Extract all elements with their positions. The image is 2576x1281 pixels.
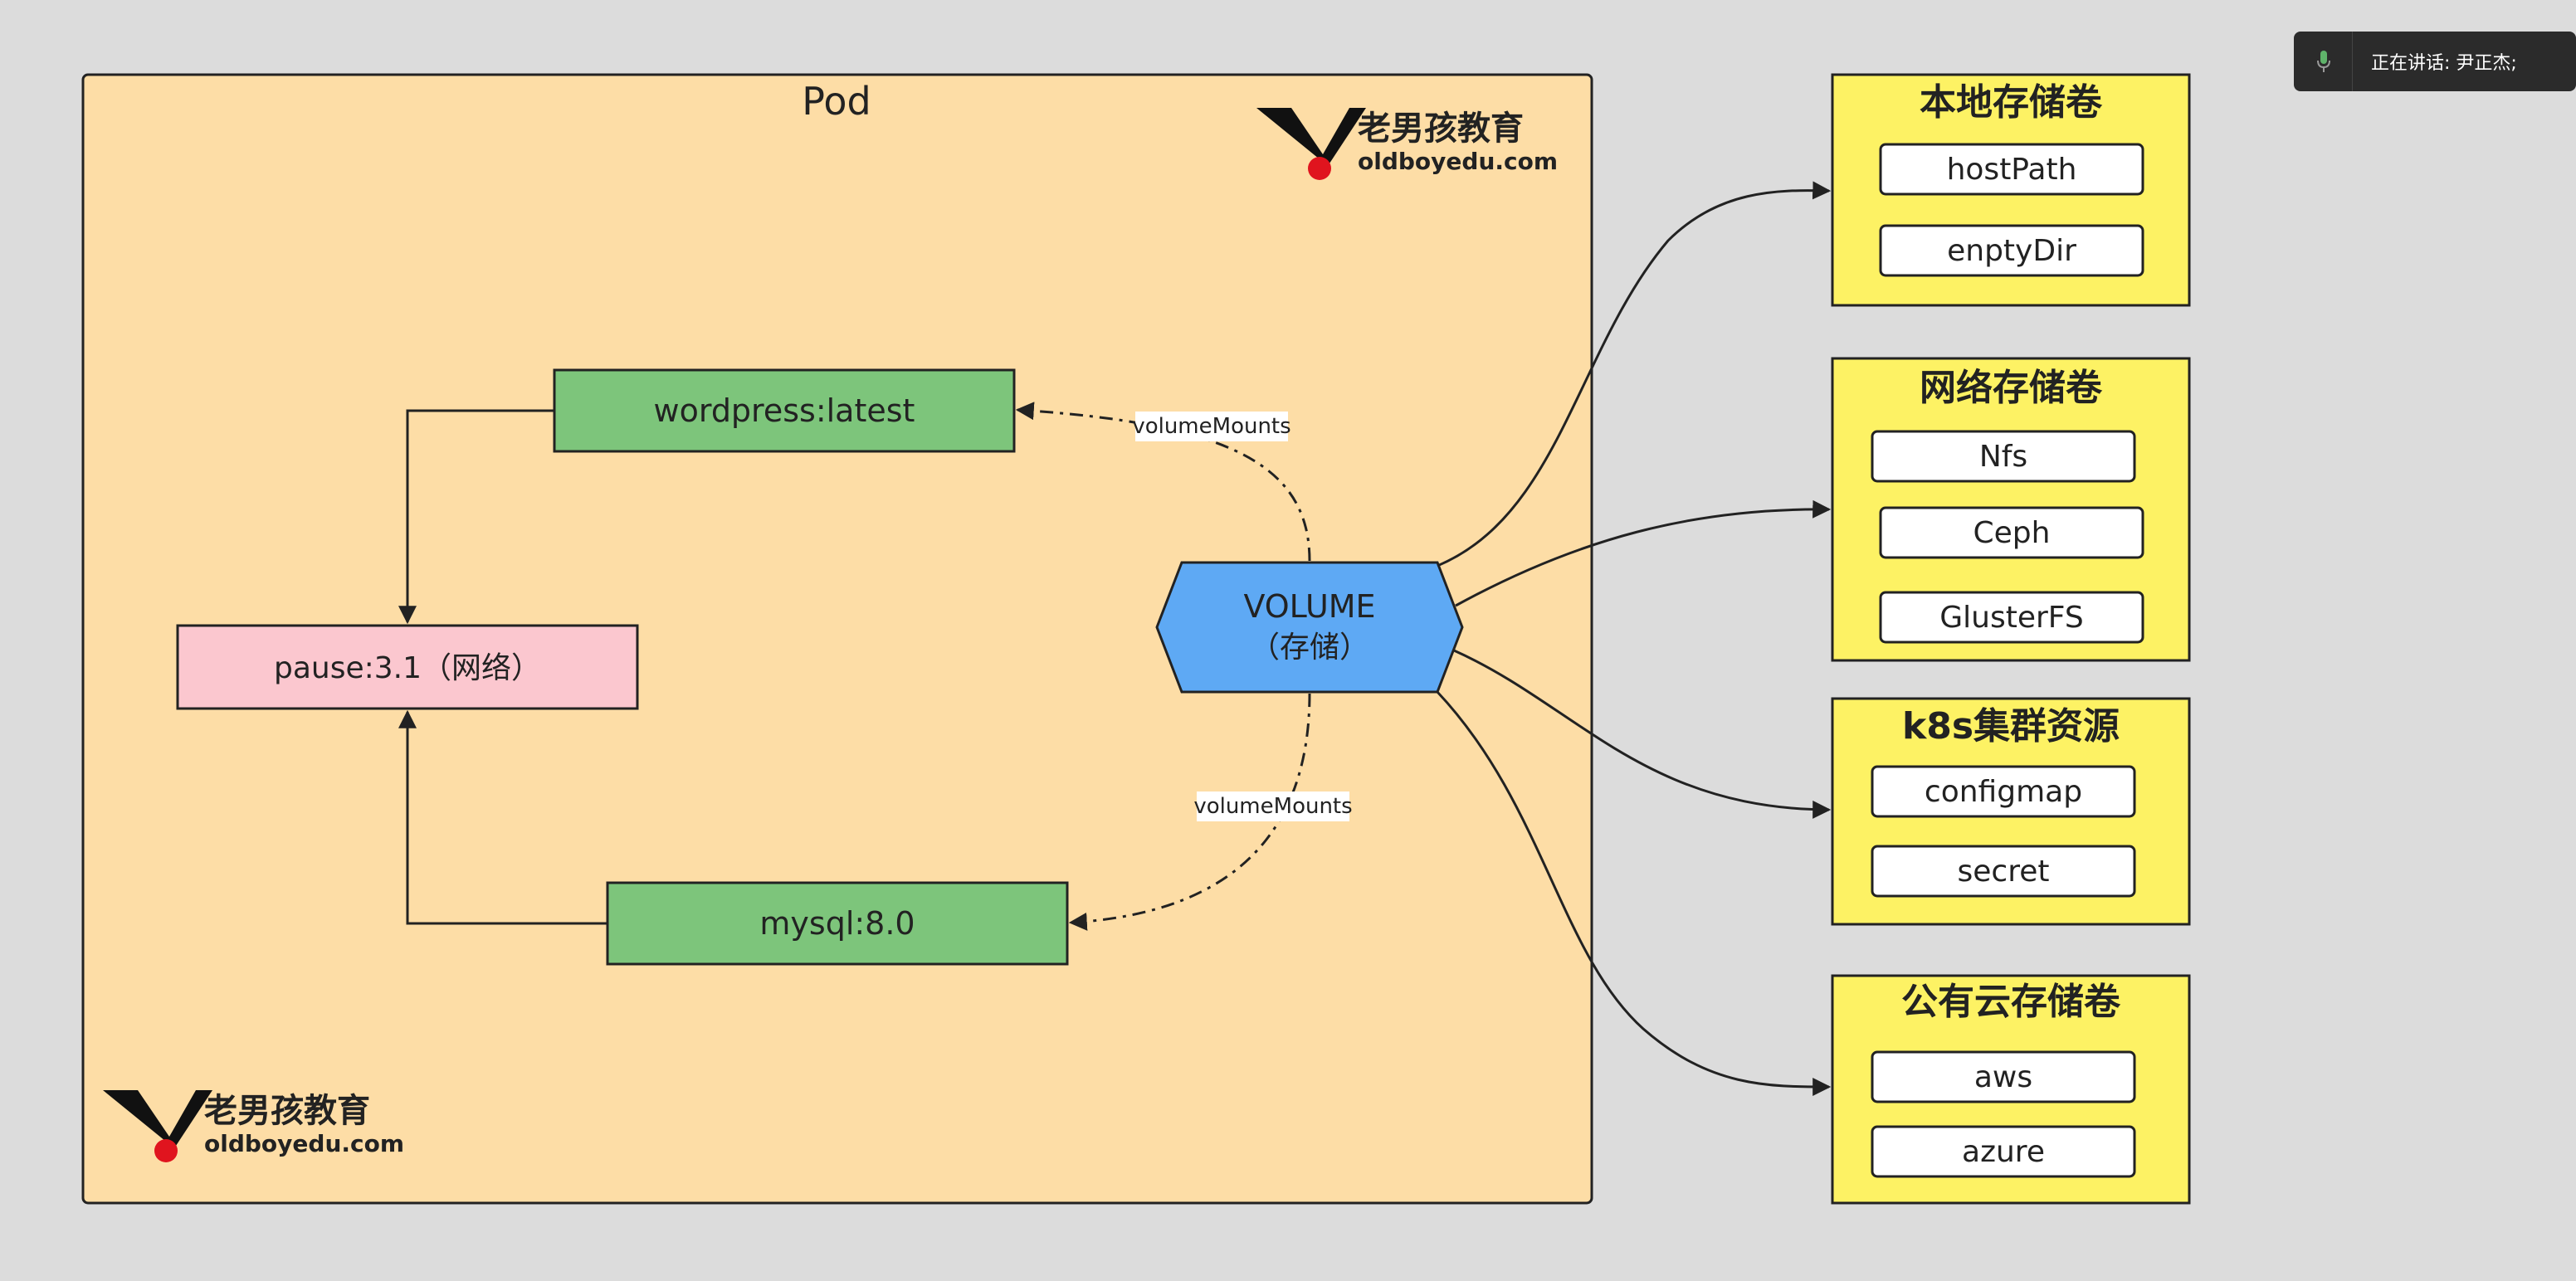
item-hostpath-label: hostPath — [1947, 153, 2077, 187]
item-secret-label: secret — [1958, 855, 2050, 889]
volume-node[interactable] — [1155, 561, 1464, 694]
item-configmap-box[interactable] — [1871, 765, 2136, 818]
edge-mysql-pause — [398, 709, 607, 925]
item-glusterfs-box[interactable] — [1879, 591, 2144, 644]
item-ceph-box[interactable] — [1879, 506, 2144, 559]
edge-volume-cloud — [1436, 690, 1832, 1096]
logo-brand-bottom: 老男孩教育 — [204, 1092, 370, 1130]
volume-label-line1: VOLUME — [1243, 588, 1375, 625]
group-k8s-title: k8s集群资源 — [1902, 705, 2120, 748]
edge-volume-k8s — [1453, 649, 1832, 819]
edge-volume-local — [1437, 181, 1832, 567]
logo-domain-top: oldboyedu.com — [1358, 148, 1558, 175]
pause-label: pause:3.1（网络） — [274, 651, 541, 685]
item-aws-box[interactable] — [1871, 1050, 2136, 1103]
speaker-divider — [2352, 32, 2353, 91]
item-ceph-label: Ceph — [1973, 516, 2051, 550]
mysql-label: mysql:8.0 — [759, 905, 915, 942]
edge-volume-network — [1455, 499, 1832, 607]
pod-box — [81, 73, 1593, 1205]
item-aws-label: aws — [1974, 1060, 2032, 1094]
logo-mark-icon — [1256, 108, 1366, 166]
pod-title: Pod — [802, 79, 871, 124]
item-enptydir-label: enptyDir — [1947, 234, 2076, 268]
item-nfs-label: Nfs — [1979, 440, 2027, 474]
edge-label-bottom-bg — [1197, 791, 1349, 821]
mysql-box[interactable] — [606, 881, 1069, 966]
edge-volume-mysql — [1068, 693, 1311, 931]
volume-label-line2: （存储） — [1250, 631, 1369, 665]
logo-domain-bottom: oldboyedu.com — [204, 1130, 404, 1157]
speaker-indicator: 正在讲话: 尹正杰; — [2294, 32, 2576, 91]
item-azure-box[interactable] — [1871, 1125, 2136, 1178]
item-glusterfs-label: GlusterFS — [1939, 601, 2083, 635]
group-local-title: 本地存储卷 — [1920, 81, 2103, 124]
pause-box[interactable] — [176, 624, 639, 710]
wordpress-label: wordpress:latest — [654, 392, 915, 429]
item-azure-label: azure — [1962, 1135, 2045, 1169]
logo-bottom: 老男孩教育 oldboyedu.com — [103, 1090, 404, 1162]
item-configmap-label: configmap — [1925, 775, 2082, 809]
speaker-text: 正在讲话: 尹正杰; — [2371, 53, 2517, 74]
wordpress-box[interactable] — [553, 368, 1016, 453]
logo-dot-icon-bottom — [154, 1139, 178, 1162]
logo-dot-icon — [1308, 157, 1331, 180]
edge-volume-wordpress — [1015, 402, 1311, 562]
item-hostpath-box[interactable] — [1879, 143, 2144, 196]
group-network-title: 网络存储卷 — [1920, 367, 2103, 409]
edge-label-top-bg — [1135, 412, 1288, 441]
logo-brand-top: 老男孩教育 — [1358, 110, 1524, 148]
edge-label-top: volumeMounts — [1132, 414, 1290, 439]
logo-top: 老男孩教育 oldboyedu.com — [1256, 108, 1558, 180]
group-cloud-title: 公有云存储卷 — [1901, 981, 2121, 1023]
item-nfs-box[interactable] — [1871, 430, 2136, 483]
microphone-icon — [2315, 49, 2332, 74]
item-enptydir-box[interactable] — [1879, 224, 2144, 277]
edge-wordpress-pause — [398, 409, 554, 625]
logo-mark-icon-bottom — [103, 1090, 212, 1148]
edge-label-bottom: volumeMounts — [1193, 794, 1352, 819]
item-secret-box[interactable] — [1871, 845, 2136, 898]
